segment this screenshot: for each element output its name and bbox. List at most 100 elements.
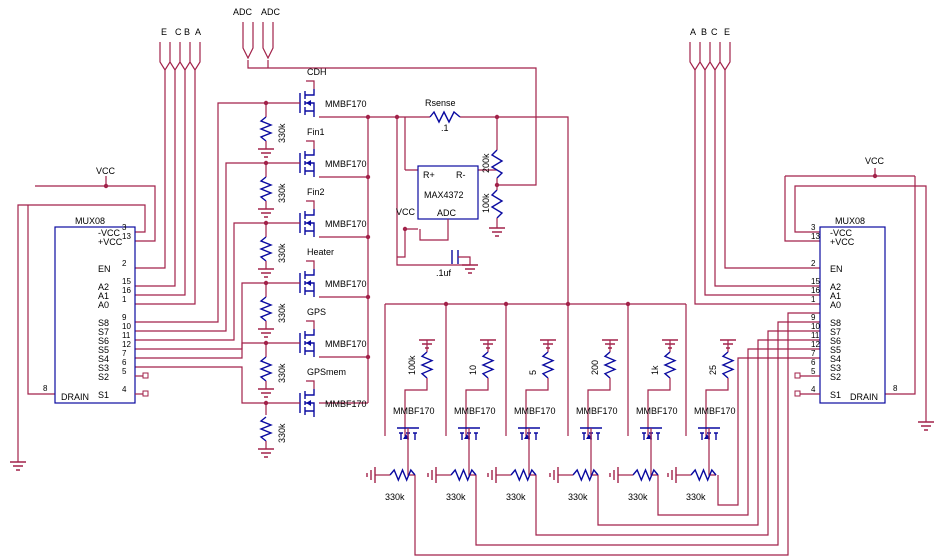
mux-pin-number: 4	[811, 385, 816, 394]
mux-pin-name: S5	[830, 345, 841, 355]
div-top: 200k	[481, 153, 491, 173]
mosfet-icon	[299, 269, 315, 297]
pulldown-value: 330k	[277, 423, 287, 443]
mux-pin-name: S4	[98, 354, 109, 364]
pulldown-value: 330k	[277, 363, 287, 383]
connector-label-b: B	[184, 27, 190, 37]
pulldown-resistor	[259, 236, 273, 262]
mux-pin: S47	[811, 349, 841, 364]
mux-pin: EN2	[811, 259, 843, 274]
mosfet-icon	[299, 329, 315, 357]
mux-pin-name: S6	[830, 336, 841, 346]
load-part: MMBF170	[694, 406, 736, 416]
left-connector-group: E C B A	[159, 27, 201, 72]
load-value: 100k	[407, 355, 417, 375]
mosfet-icon	[299, 89, 315, 117]
mux-pin-name: A0	[830, 300, 841, 310]
ground-icon	[918, 421, 934, 431]
load-value: 5	[528, 370, 538, 375]
mux-pin-number: 7	[122, 349, 127, 358]
mux-pin-number: 7	[811, 349, 816, 358]
pulldown-value: 330k	[277, 123, 287, 143]
pulldown-resistor	[259, 416, 273, 442]
connector-label-c: C	[175, 27, 182, 37]
mux-pin-name: A2	[98, 282, 109, 292]
mux-pin: S25	[794, 367, 841, 382]
pulldown-value: 330k	[277, 243, 287, 263]
ground-icon	[258, 388, 274, 398]
load-resistor	[721, 351, 735, 379]
switch-label: Fin2	[307, 187, 325, 197]
mux-pin-number: 9	[122, 313, 127, 322]
rsense-resistor	[429, 110, 461, 124]
mux-pin-name: -VCC	[830, 228, 852, 238]
mux-pin-number: 6	[811, 358, 816, 367]
mux-pin-number: 15	[811, 277, 820, 286]
ground-icon	[549, 467, 559, 483]
gate-res-value: 330k	[686, 492, 706, 502]
mux-pin: A2 15	[98, 277, 131, 292]
load-resistor	[481, 351, 495, 379]
ground-icon	[258, 448, 274, 458]
connector-icon	[242, 22, 274, 60]
sense-vcc-label: VCC	[396, 207, 416, 217]
mosfet-icon	[299, 149, 315, 177]
switch-part: MMBF170	[325, 99, 367, 109]
div-bottom: 100k	[481, 193, 491, 213]
ground-icon	[258, 268, 274, 278]
load-part: MMBF170	[576, 406, 618, 416]
mux-pin-number: 9	[811, 313, 816, 322]
ground-icon	[540, 339, 556, 349]
left-mux-part: MUX08	[75, 216, 105, 226]
pulldown-value: 330k	[277, 183, 287, 203]
mux-pin: S14	[98, 385, 149, 400]
gate-resistor	[389, 468, 416, 482]
ground-icon	[667, 467, 677, 483]
switch-channel: CDH MMBF170 330k	[259, 67, 367, 149]
mux-pin-name: S7	[830, 327, 841, 337]
gate-res-value: 330k	[385, 492, 405, 502]
ground-symbols	[10, 148, 934, 483]
mux-pin: A01	[98, 295, 127, 310]
switch-part: MMBF170	[325, 219, 367, 229]
ground-icon	[720, 339, 736, 349]
load-part: MMBF170	[514, 406, 556, 416]
mux-pin-number: 15	[122, 277, 131, 286]
ground-icon	[258, 148, 274, 158]
mosfet-icon	[299, 209, 315, 237]
switch-label: CDH	[307, 67, 327, 77]
gate-resistor	[572, 468, 599, 482]
mux-pin-name: +VCC	[98, 237, 123, 247]
mux-pin-name: S2	[98, 372, 109, 382]
adc-connector-label: ADC	[233, 7, 253, 17]
ground-icon	[662, 339, 678, 349]
mux-pin-name: S7	[98, 327, 109, 337]
open-pin-icon	[794, 390, 801, 397]
ground-icon	[462, 264, 478, 274]
mux-pin: A01	[811, 295, 841, 310]
mux-pin-number: 16	[122, 286, 131, 295]
ground-icon	[609, 467, 619, 483]
mux-pin-name: -VCC	[98, 228, 120, 238]
ic-part: MAX4372	[424, 190, 464, 200]
load-part: MMBF170	[393, 406, 435, 416]
mux-pin-number: 2	[811, 259, 816, 268]
pin-rminus: R-	[456, 170, 466, 180]
mux-pin-number: 4	[122, 385, 127, 394]
ground-icon	[258, 328, 274, 338]
ground-icon	[480, 339, 496, 349]
divider-top-resistor	[490, 149, 504, 179]
